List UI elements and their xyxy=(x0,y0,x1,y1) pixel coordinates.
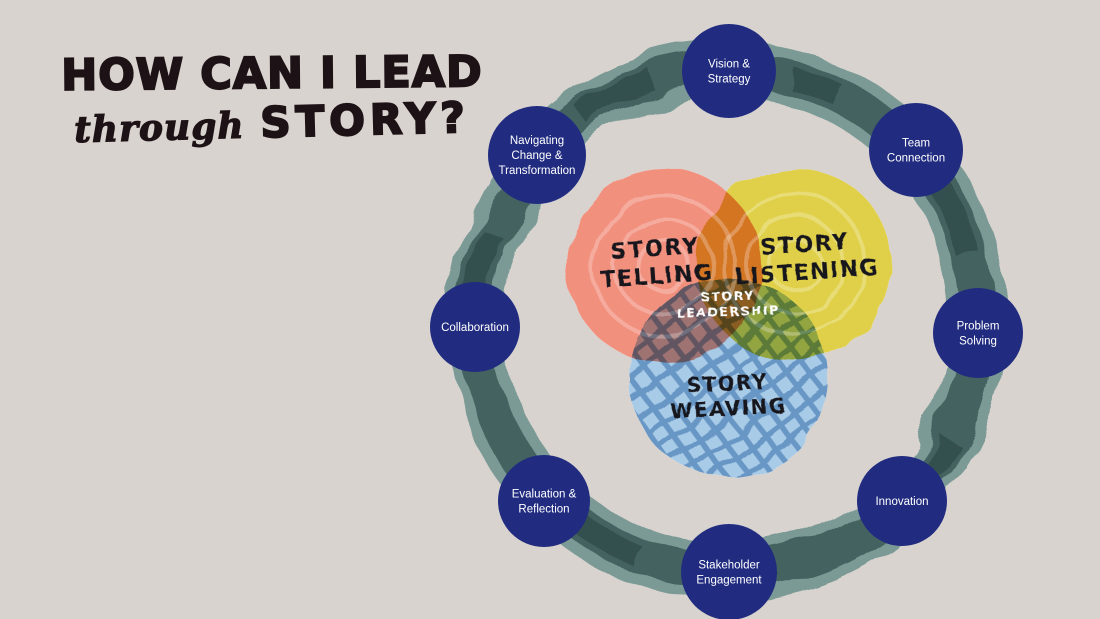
venn-ring-texture xyxy=(766,236,822,292)
venn-label-line: STORY xyxy=(760,230,850,261)
node-label-line: Problem xyxy=(957,321,1000,333)
node-circle-collaboration xyxy=(430,282,520,372)
page-title: HOW CAN I LEAD through STORY? xyxy=(42,46,502,152)
node-label-line: Connection xyxy=(887,153,945,165)
node-label-line: Vision & xyxy=(708,59,750,71)
node-label-evaluation-reflection: Evaluation & Reflection xyxy=(512,489,577,516)
node-label-line: Solving xyxy=(959,336,997,348)
node-label-line: Team xyxy=(902,138,930,150)
node-label-line: Engagement xyxy=(696,575,762,587)
node-circle-vision-strategy xyxy=(682,24,776,118)
venn-label-line: STORY xyxy=(701,288,755,305)
node-label-line: Transformation xyxy=(499,165,576,177)
node-circle-navigating-change xyxy=(488,106,586,204)
story-leadership-label: STORYLEADERSHIP xyxy=(676,287,780,321)
title-script-word: through xyxy=(73,104,246,152)
node-label-innovation: Innovation xyxy=(875,496,928,508)
node-circle-stakeholder-engagement xyxy=(681,524,777,619)
node-circle-evaluation-reflection xyxy=(498,455,590,547)
node-label-line: Stakeholder xyxy=(698,560,760,572)
node-label-line: Evaluation & xyxy=(512,489,577,501)
node-label-line: Change & xyxy=(511,150,562,162)
venn-group xyxy=(567,167,891,478)
node-circle-problem-solving xyxy=(933,288,1023,378)
title-line2-rest: STORY? xyxy=(259,92,472,148)
story-leadership-label-text: STORYLEADERSHIP xyxy=(676,287,780,321)
venn-label-line: LEADERSHIP xyxy=(677,302,780,321)
ring-dark-streaks xyxy=(465,58,990,583)
node-evaluation-reflection: Evaluation & Reflection xyxy=(498,455,590,547)
node-collaboration: Collaboration xyxy=(430,282,520,372)
node-circle-innovation xyxy=(857,456,947,546)
title-line2: through STORY? xyxy=(42,92,503,152)
node-label-line: Navigating xyxy=(510,135,564,147)
crosshatch-texture xyxy=(629,278,829,478)
node-vision-strategy: Vision & Strategy xyxy=(682,24,776,118)
node-circle-team-connection xyxy=(869,103,963,197)
venn-label-line: STORY xyxy=(686,369,768,397)
node-label-line: Innovation xyxy=(875,496,928,508)
node-label-line: Reflection xyxy=(518,504,569,516)
node-label-collaboration: Collaboration xyxy=(441,322,509,334)
node-label-vision-strategy: Vision & Strategy xyxy=(708,59,751,86)
venn-label-line: STORY xyxy=(610,234,700,265)
title-line1: HOW CAN I LEAD xyxy=(60,46,484,102)
node-label-line: Collaboration xyxy=(441,322,509,334)
node-innovation: Innovation xyxy=(857,456,947,546)
node-label-line: Strategy xyxy=(708,74,751,86)
venn-ring-texture xyxy=(636,238,692,294)
